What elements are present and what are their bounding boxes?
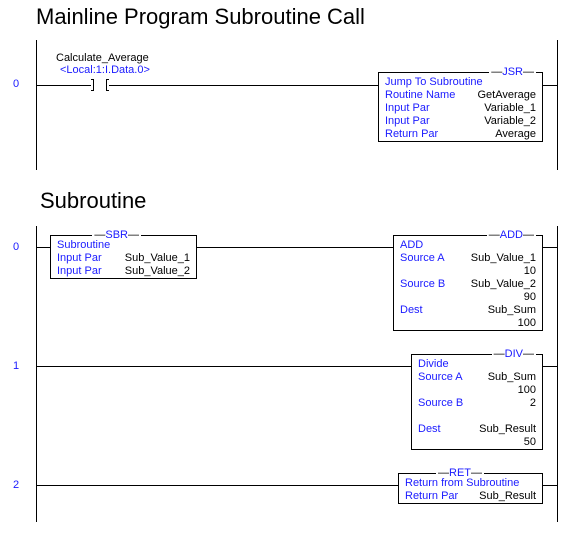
contact-tag[interactable]: Calculate_Average	[56, 52, 149, 64]
add-desc: ADD	[400, 239, 424, 251]
rung-wire	[543, 247, 557, 248]
sbr-desc: Subroutine	[57, 239, 111, 251]
xic-contact[interactable]	[91, 79, 109, 92]
sub-rung-number[interactable]: 2	[12, 479, 20, 491]
div-block[interactable]: DIV Divide Source A Sub_Sum 100 Source B 2…	[411, 347, 543, 450]
jsr-param-value[interactable]: Variable_1	[484, 102, 536, 114]
sub-rung-number[interactable]: 1	[12, 360, 20, 372]
jsr-header: JSR	[489, 65, 536, 79]
jsr-block[interactable]: JSR Jump To Subroutine Routine Name GetAv…	[378, 65, 543, 142]
div-src-a-tag[interactable]: Sub_Sum	[487, 371, 536, 383]
rung-wire	[36, 485, 398, 486]
div-src-b-value[interactable]: 2	[529, 397, 536, 409]
add-dest-value: 100	[517, 317, 536, 329]
add-dest-label: Dest	[400, 304, 423, 316]
jsr-param-label: Routine Name	[385, 89, 456, 101]
div-dest-label: Dest	[418, 423, 441, 435]
jsr-param-label: Return Par	[385, 128, 439, 140]
jsr-param-value[interactable]: GetAverage	[477, 89, 536, 101]
subroutine-left-rail	[36, 226, 37, 522]
sbr-block[interactable]: SBR Subroutine Input Par Sub_Value_1 Inpu…	[50, 228, 197, 279]
sbr-param-label: Input Par	[57, 252, 102, 264]
div-dest-tag[interactable]: Sub_Result	[479, 423, 536, 435]
rung-wire	[543, 85, 557, 86]
jsr-param-value[interactable]: Average	[495, 128, 536, 140]
contact-address: <Local:1:I.Data.0>	[60, 64, 150, 76]
div-src-a-value: 100	[517, 384, 536, 396]
div-dest-value: 50	[523, 436, 536, 448]
add-block[interactable]: ADD ADD Source A Sub_Value_1 10 Source B S…	[393, 228, 543, 331]
add-src-a-label: Source A	[400, 252, 445, 264]
ret-param-label: Return Par	[405, 490, 459, 502]
jsr-param-value[interactable]: Variable_2	[484, 115, 536, 127]
ret-block[interactable]: RET Return from Subroutine Return Par Sub…	[398, 466, 543, 504]
jsr-desc: Jump To Subroutine	[385, 76, 483, 88]
rung-wire	[36, 247, 50, 248]
rung-wire	[197, 247, 393, 248]
rung-wire	[36, 85, 91, 86]
ret-desc: Return from Subroutine	[405, 477, 520, 489]
sbr-param-value[interactable]: Sub_Value_2	[124, 265, 190, 277]
mainline-right-rail	[557, 40, 558, 170]
mainline-rung-number[interactable]: 0	[12, 78, 20, 90]
div-src-b-label: Source B	[418, 397, 464, 409]
add-src-b-tag[interactable]: Sub_Value_2	[470, 278, 536, 290]
add-src-b-value: 90	[523, 291, 536, 303]
rung-wire	[109, 85, 378, 86]
mainline-title: Mainline Program Subroutine Call	[36, 4, 365, 29]
div-header: DIV	[491, 347, 536, 361]
add-src-b-label: Source B	[400, 278, 446, 290]
sbr-param-value[interactable]: Sub_Value_1	[124, 252, 190, 264]
sub-rung-number[interactable]: 0	[12, 241, 20, 253]
subroutine-right-rail	[557, 226, 558, 522]
add-src-a-tag[interactable]: Sub_Value_1	[470, 252, 536, 264]
ret-header: RET	[436, 466, 484, 480]
subroutine-title: Subroutine	[40, 188, 147, 213]
jsr-param-label: Input Par	[385, 115, 430, 127]
rung-wire	[543, 485, 557, 486]
div-src-a-label: Source A	[418, 371, 463, 383]
mainline-left-rail	[36, 40, 37, 170]
add-src-a-value: 10	[523, 265, 536, 277]
rung-wire	[36, 366, 411, 367]
add-header: ADD	[486, 228, 536, 242]
div-desc: Divide	[418, 358, 449, 370]
rung-wire	[543, 366, 557, 367]
jsr-param-label: Input Par	[385, 102, 430, 114]
sbr-header: SBR	[92, 228, 141, 242]
ret-param-value[interactable]: Sub_Result	[479, 490, 536, 502]
add-dest-tag[interactable]: Sub_Sum	[487, 304, 536, 316]
sbr-param-label: Input Par	[57, 265, 102, 277]
